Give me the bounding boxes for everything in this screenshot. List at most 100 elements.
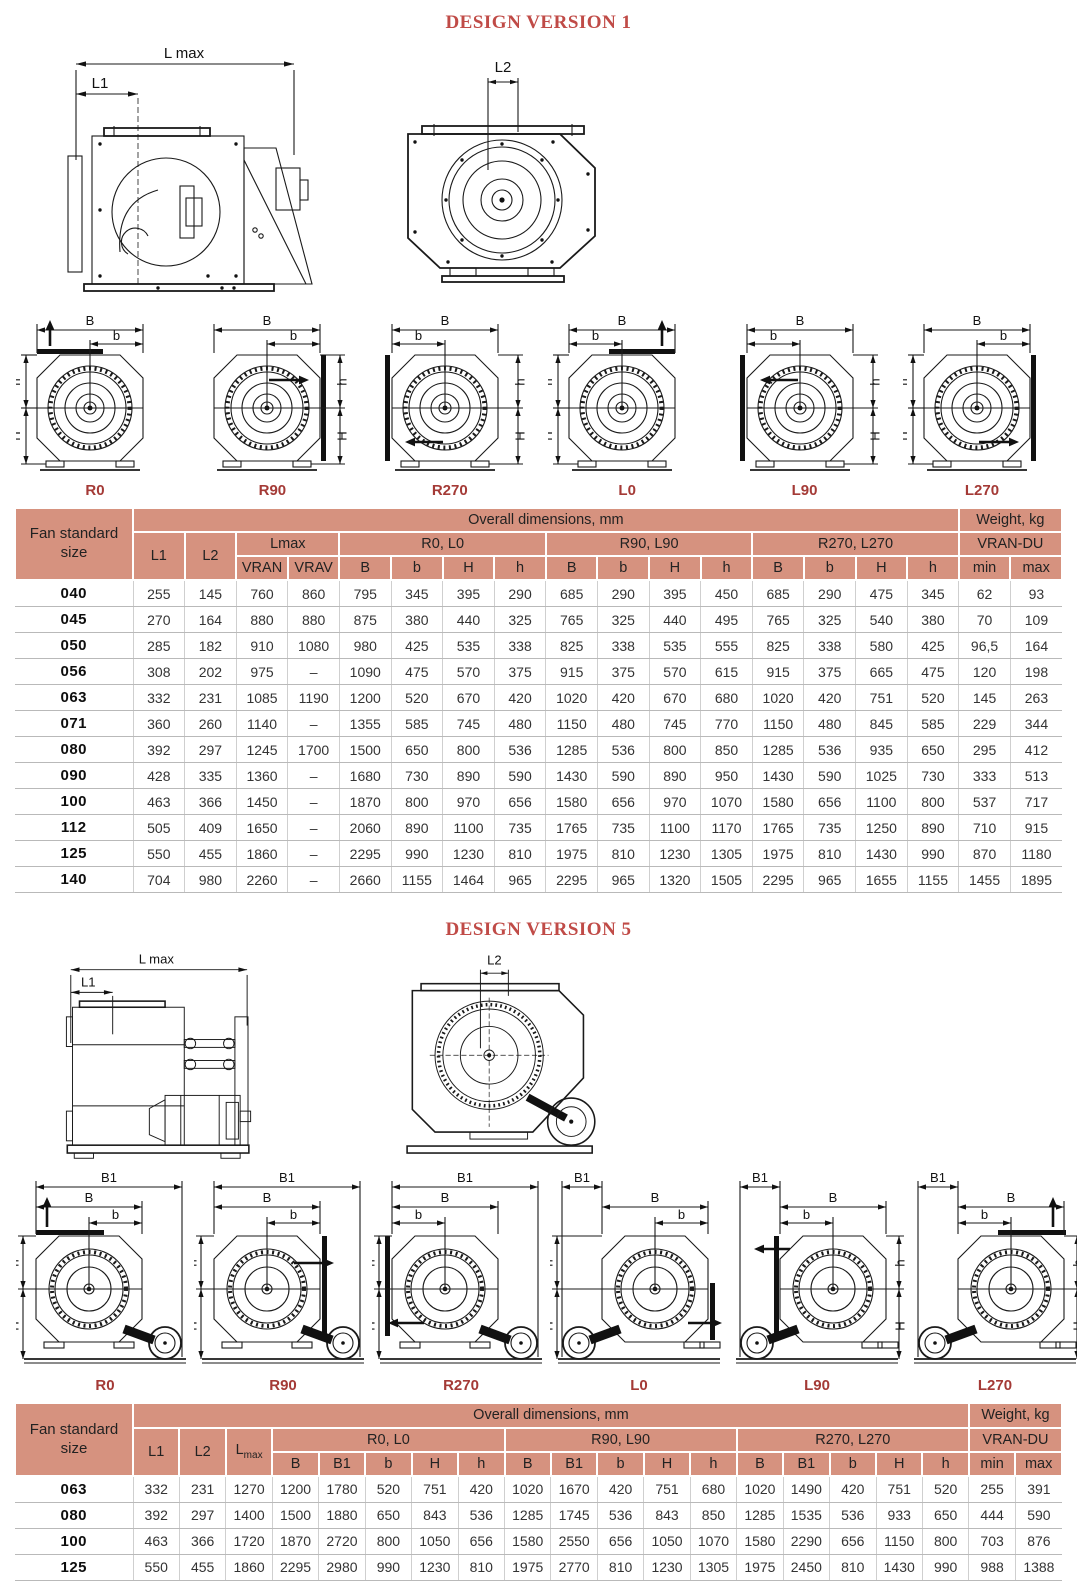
dimension-cell: 810 [597, 841, 649, 867]
dimension-cell: 420 [597, 685, 649, 711]
dimension-cell: 1860 [226, 1554, 272, 1580]
svg-text:B: B [651, 1190, 660, 1205]
svg-text:B1: B1 [101, 1171, 117, 1185]
fan-side-view-drawing-v1: L max L1 [62, 40, 330, 292]
dimension-cell: 580 [856, 633, 908, 659]
dimension-cell: 1190 [288, 685, 340, 711]
dimension-cell: 2290 [783, 1528, 829, 1554]
dimension-cell: 1430 [752, 763, 804, 789]
dimension-cell: 1070 [701, 789, 753, 815]
fan-size-cell: 080 [15, 1502, 133, 1528]
dimension-cell: 62 [959, 580, 1011, 607]
fan-size-cell: 100 [15, 1528, 133, 1554]
dimension-cell: 1020 [546, 685, 598, 711]
dimension-cell: 290 [494, 580, 546, 607]
dimension-cell: 1500 [272, 1502, 318, 1528]
dimension-cell: 810 [830, 1554, 876, 1580]
svg-text:H: H [16, 1322, 22, 1331]
col-header: max [1015, 1452, 1062, 1476]
dimension-cell: 2295 [546, 867, 598, 893]
svg-text:B1: B1 [457, 1171, 473, 1185]
fan-size-cell: 140 [15, 867, 133, 893]
dimension-cell: 1020 [737, 1476, 783, 1503]
col-header: B [505, 1452, 551, 1476]
design-version-5-section: DESIGN VERSION 5 L max L1 [14, 919, 1063, 1580]
dimension-cell: 870 [959, 841, 1011, 867]
col-header: H [649, 556, 701, 580]
dimension-cell: 338 [597, 633, 649, 659]
dimension-cell: 440 [649, 607, 701, 633]
dimension-cell: 585 [391, 711, 443, 737]
dimension-cell: 745 [649, 711, 701, 737]
orientation-label: R90 [194, 1377, 372, 1394]
dimension-cell: 231 [185, 685, 237, 711]
dimension-cell: 735 [597, 815, 649, 841]
dimension-cell: 717 [1010, 789, 1062, 815]
dimension-cell: 1360 [236, 763, 288, 789]
dimension-cell: 420 [597, 1476, 643, 1503]
dimension-cell: 933 [876, 1502, 922, 1528]
dimension-cell: 800 [365, 1528, 411, 1554]
dimension-cell: 260 [185, 711, 237, 737]
section-title-v5: DESIGN VERSION 5 [14, 919, 1063, 941]
dimension-cell: 1388 [1015, 1554, 1062, 1580]
orientation-group-header: R90, L90 [546, 532, 752, 556]
svg-text:b: b [415, 1207, 422, 1222]
fan-size-cell: 112 [15, 815, 133, 841]
col-header-l2: L2 [179, 1428, 225, 1476]
dimension-cell: 93 [1010, 580, 1062, 607]
dimension-cell: 1500 [339, 737, 391, 763]
dimension-cell: 70 [959, 607, 1011, 633]
dimension-cell: 345 [391, 580, 443, 607]
svg-text:B: B [263, 1190, 272, 1205]
svg-text:H: H [903, 431, 910, 440]
dimension-cell: 1765 [546, 815, 598, 841]
dimension-cell: 680 [690, 1476, 736, 1503]
col-header: h [494, 556, 546, 580]
orientation-label: R270 [372, 1377, 550, 1394]
svg-text:b: b [113, 328, 120, 343]
dimension-cell: 96,5 [959, 633, 1011, 659]
dimension-cell: 765 [752, 607, 804, 633]
dimension-cell: 338 [494, 633, 546, 659]
dimension-cell: 1270 [226, 1476, 272, 1503]
dimension-cell: 1100 [649, 815, 701, 841]
svg-text:B1: B1 [574, 1171, 590, 1185]
dimension-cell: 332 [133, 1476, 179, 1503]
dimension-cell: – [288, 815, 340, 841]
fan-size-cell: 056 [15, 659, 133, 685]
design-version-1-section: DESIGN VERSION 1 L max L1 [14, 12, 1063, 893]
dimension-cell: 537 [959, 789, 1011, 815]
dimension-cell: – [288, 659, 340, 685]
svg-text:H: H [867, 431, 882, 440]
dimension-cell: 1580 [546, 789, 598, 815]
orientation-diagram-R0: BbhHR0 [16, 296, 174, 499]
dimension-cell: 308 [133, 659, 185, 685]
fan-size-cell: 125 [15, 841, 133, 867]
dimension-cell: 980 [185, 867, 237, 893]
dimension-cell: 550 [133, 1554, 179, 1580]
svg-text:B1: B1 [752, 1171, 768, 1185]
orientation-label: L270 [906, 1377, 1077, 1394]
dimension-cell: 1170 [701, 815, 753, 841]
dimension-cell: 1580 [737, 1528, 783, 1554]
svg-text:B: B [618, 313, 627, 328]
dimension-cell: 392 [133, 737, 185, 763]
dimension-cell: 710 [959, 815, 1011, 841]
dimension-cell: 475 [391, 659, 443, 685]
col-header: VRAN [236, 556, 288, 580]
col-header: B [737, 1452, 783, 1476]
fan-front-view-drawing-v1: L2 [388, 40, 623, 292]
dimension-cell: 765 [546, 607, 598, 633]
dimension-cell: 800 [922, 1528, 968, 1554]
dimension-cell: 1870 [339, 789, 391, 815]
col-header: min [969, 1452, 1015, 1476]
fan-size-cell: 045 [15, 607, 133, 633]
dimension-cell: 1200 [339, 685, 391, 711]
